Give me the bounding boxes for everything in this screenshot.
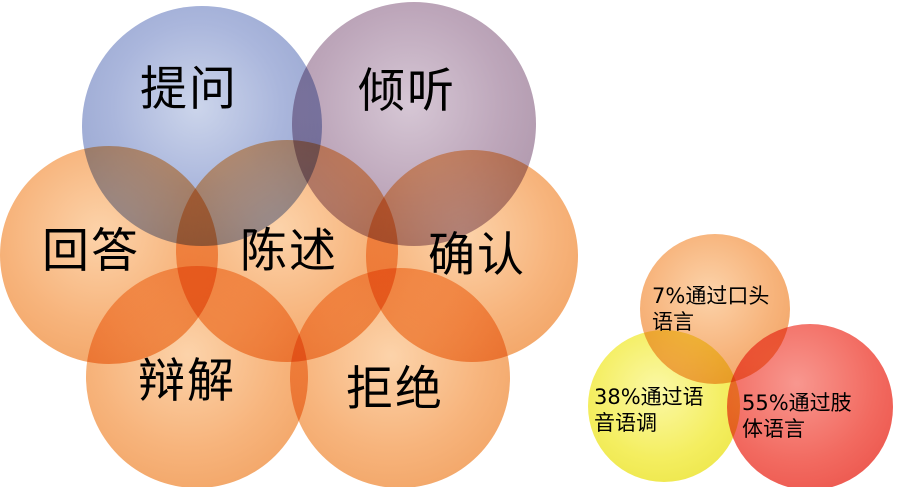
label-body-55: 55%通过肢体语言 bbox=[742, 391, 852, 442]
label-state: 陈述 bbox=[240, 224, 338, 279]
label-listen: 倾听 bbox=[358, 64, 456, 119]
circle-justify bbox=[86, 266, 308, 487]
label-tone-38: 38%通过语音语调 bbox=[594, 385, 704, 436]
label-justify: 辩解 bbox=[138, 354, 236, 409]
label-refuse: 拒绝 bbox=[346, 362, 444, 417]
circle-body-55 bbox=[727, 324, 893, 487]
label-ask: 提问 bbox=[140, 62, 238, 117]
label-verbal-7: 7%通过口头语言 bbox=[652, 284, 770, 335]
label-answer: 回答 bbox=[42, 224, 140, 279]
circle-tone-38 bbox=[588, 330, 740, 482]
circle-refuse bbox=[290, 268, 510, 487]
label-confirm: 确认 bbox=[428, 228, 526, 283]
